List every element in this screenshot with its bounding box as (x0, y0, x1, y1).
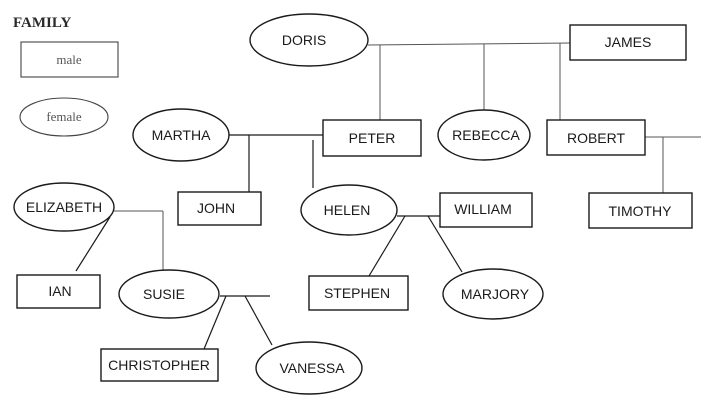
node-helen-label: HELEN (324, 202, 371, 218)
edge-to-ian (75, 216, 111, 272)
node-vanessa (255, 341, 363, 395)
edge-to-vanessa (244, 295, 273, 346)
legend-female-ellipse (19, 97, 109, 137)
legend-male-label: male (56, 52, 81, 67)
legend-male-box (20, 41, 119, 78)
node-christopher-label: CHRISTOPHER (108, 357, 210, 373)
edge-to-christopher (203, 295, 227, 350)
node-doris-label: DORIS (282, 32, 326, 48)
edge-to-stephen (368, 215, 406, 277)
node-james-label: JAMES (605, 34, 652, 50)
diagram-title: FAMILY (13, 15, 72, 31)
node-rebecca (437, 109, 531, 161)
node-timothy-label: TIMOTHY (609, 203, 673, 219)
node-stephen-label: STEPHEN (324, 285, 390, 301)
node-william-label: WILLIAM (454, 201, 512, 217)
node-vanessa-label: VANESSA (279, 360, 345, 376)
node-marjory-label: MARJORY (461, 286, 530, 302)
node-robert-label: ROBERT (567, 130, 626, 146)
node-elizabeth (13, 182, 115, 232)
node-ian (16, 274, 101, 309)
node-robert (546, 119, 646, 156)
node-christopher (100, 348, 219, 382)
node-ian-label: IAN (48, 283, 71, 299)
node-peter (322, 119, 422, 157)
node-marjory (442, 268, 544, 320)
node-william (439, 192, 533, 228)
node-rebecca-label: REBECCA (452, 127, 520, 143)
node-susie-label: SUSIE (143, 286, 185, 302)
node-helen (300, 184, 398, 236)
node-timothy (588, 192, 693, 229)
node-james (569, 24, 687, 61)
node-susie (118, 269, 220, 319)
legend-female-label: female (46, 109, 82, 124)
node-martha-label: MARTHA (152, 127, 212, 143)
node-martha (132, 108, 230, 162)
node-stephen (308, 275, 409, 311)
node-john (177, 191, 262, 226)
node-elizabeth-label: ELIZABETH (26, 199, 102, 215)
edge-to-marjory (427, 215, 463, 273)
node-peter-label: PETER (349, 130, 396, 146)
edge-doris-james (367, 42, 571, 46)
node-doris (249, 13, 369, 67)
node-john-label: JOHN (197, 200, 235, 216)
